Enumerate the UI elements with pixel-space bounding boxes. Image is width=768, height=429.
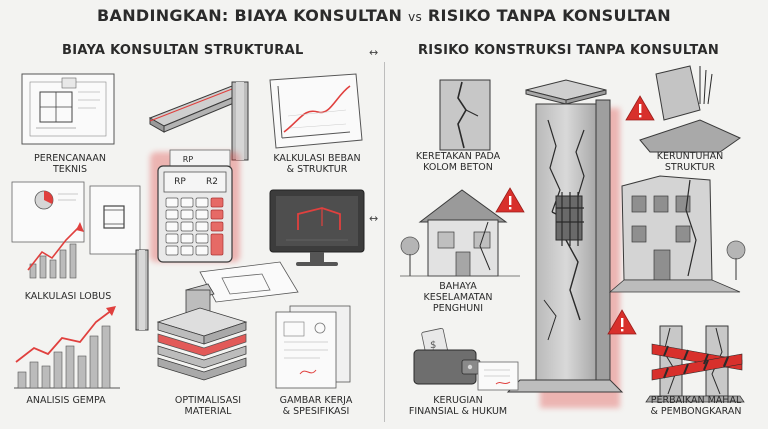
house-icon [400, 189, 520, 277]
label-kalkulasi-beban: KALKULASI BEBAN & STRUKTUR [273, 153, 361, 175]
steel-beam-icon [148, 81, 249, 161]
label-keruntuhan: KERUNTUHAN STRUKTUR [656, 151, 724, 173]
bar-chart-icon [11, 181, 85, 279]
blueprint-icon [21, 73, 115, 145]
calc-display-right: R2 [206, 177, 218, 187]
plan-sheet-icon [199, 261, 299, 303]
left-subtitle: BIAYA KONSULTAN STRUKTURAL [62, 43, 304, 58]
compare-arrow-top: ↔ [369, 46, 379, 59]
cracked-column-icon [506, 79, 624, 408]
steel-column-detail-icon [89, 185, 141, 255]
label-perencanaan: PERENCANAAN TEKNIS [33, 153, 107, 175]
warning-icon [625, 95, 655, 121]
label-kerugian: KERUGIAN FINANSIAL & HUKUM [408, 395, 508, 417]
wallet-icon: $ [413, 327, 519, 391]
right-subtitle: RISIKO KONSTRUKSI TANPA KONSULTAN [418, 43, 720, 58]
label-kalkulasi-lobus: KALKULASI LOBUS [24, 291, 112, 302]
label-keretakan: KERETAKAN PADA KOLOM BETON [415, 151, 501, 173]
monitor-icon [269, 189, 365, 266]
warning-icon [607, 309, 637, 335]
collapsed-building-icon [639, 65, 742, 153]
compare-arrow-middle: ↔ [369, 212, 379, 225]
svg-text:$: $ [430, 340, 436, 351]
calculator-icon [150, 149, 240, 263]
label-perbaikan: PERBAIKAN MAHAL & PEMBONGKARAN [650, 395, 742, 417]
steel-column-icon [135, 249, 149, 331]
barrier-tape-icon [645, 325, 745, 403]
label-bahaya: BAHAYA KESELAMATAN PENGHUNI [423, 281, 493, 314]
document-icon [275, 305, 351, 389]
growth-chart-icon [14, 306, 120, 389]
label-analisis-gempa: ANALISIS GEMPA [26, 395, 106, 406]
damaged-building-icon [608, 175, 746, 293]
load-graph-icon [269, 73, 363, 149]
page-title: BANDINGKAN: BIAYA KONSULTAN vs RISIKO TA… [97, 6, 671, 25]
warning-icon [495, 187, 525, 213]
label-optimalisasi: OPTIMALISASI MATERIAL [174, 395, 242, 417]
label-gambar-kerja: GAMBAR KERJA & SPESIFIKASI [279, 395, 353, 417]
calc-display-left: RP [174, 177, 186, 187]
calc-label-top: RP [182, 155, 194, 164]
panel-divider [384, 62, 385, 422]
material-stack-icon [156, 283, 248, 381]
cracked-wall-icon [439, 79, 491, 151]
